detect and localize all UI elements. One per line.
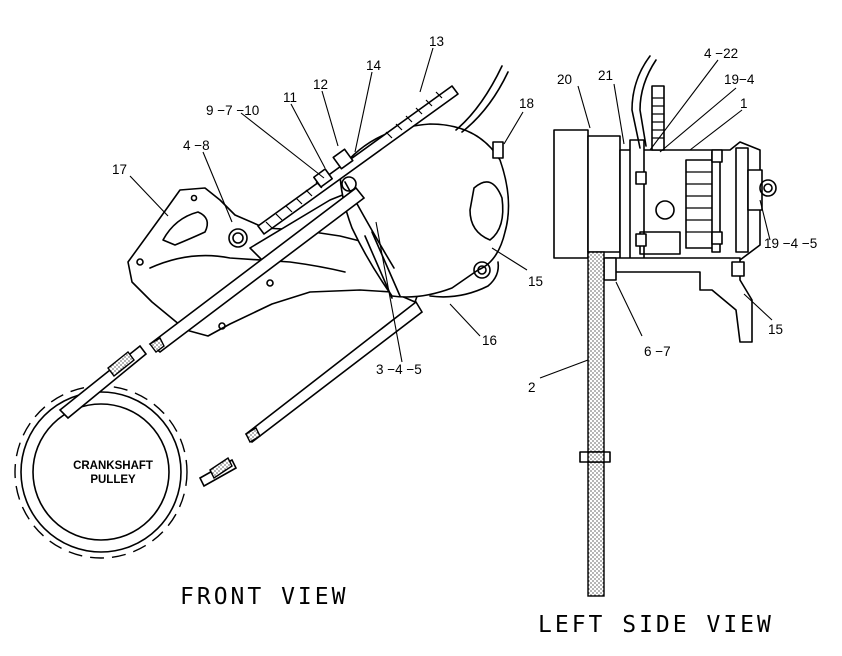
rear-terminal <box>747 169 763 211</box>
terminal-18 <box>492 141 504 159</box>
side-wire <box>631 55 651 149</box>
callout-19-4: 19−4 <box>724 72 755 87</box>
callout-16: 16 <box>482 333 497 348</box>
callout-11: 11 <box>283 90 297 105</box>
callout-21: 21 <box>598 68 613 83</box>
pulley-label-line2: PULLEY <box>90 474 136 486</box>
bracket-hole-4 <box>190 194 198 202</box>
callout-4-8: 4 −8 <box>183 138 210 153</box>
nut-c <box>711 149 723 163</box>
alternator-window <box>469 181 504 241</box>
side-wire-2 <box>639 59 657 147</box>
callout-17: 17 <box>112 162 127 177</box>
nut-a <box>635 171 647 185</box>
callout-labels: 13 14 12 11 9 −7 −10 4 −8 17 18 15 16 3 … <box>112 34 817 395</box>
callout-14: 14 <box>366 58 382 73</box>
callout-15-front: 15 <box>528 274 543 289</box>
adjusting-bolt <box>257 85 459 235</box>
front-leaders <box>129 47 528 363</box>
nut-b <box>635 233 647 247</box>
callout-9-7-10: 9 −7 −10 <box>206 103 259 118</box>
mount-bolt-15-inner <box>477 265 487 275</box>
link-rod-2 <box>371 231 401 297</box>
bracket-cutout <box>149 254 346 273</box>
callout-15-side: 15 <box>768 322 783 337</box>
rear-housing <box>735 147 749 253</box>
mount-bolt-15 <box>473 261 491 279</box>
lower-nut-2 <box>731 261 745 277</box>
nut-d <box>711 231 723 245</box>
terminal-nut <box>759 179 777 197</box>
link-rod <box>364 235 393 299</box>
bracket-hole-3 <box>218 322 226 330</box>
callout-6-7: 6 −7 <box>644 344 671 359</box>
side-bracket <box>605 257 753 343</box>
callout-18: 18 <box>519 96 534 111</box>
bracket-slot <box>162 211 209 246</box>
callout-19-4-5: 19 −4 −5 <box>764 236 817 251</box>
crankshaft-pulley: CRANKSHAFT PULLEY <box>14 385 188 559</box>
callout-12: 12 <box>313 77 328 92</box>
callout-4-22: 4 −22 <box>704 46 738 61</box>
side-leaders <box>539 59 773 379</box>
rotor-fin-lines <box>686 171 714 233</box>
pivot-bolt-outer <box>228 228 248 248</box>
side-belt <box>587 251 605 597</box>
drive-belt <box>58 186 424 488</box>
callout-1: 1 <box>740 96 748 111</box>
front-view-title: FRONT VIEW <box>180 584 348 610</box>
pivot-bolt-inner <box>232 232 244 244</box>
alternator-pulley-20 <box>553 129 589 259</box>
callout-20: 20 <box>557 72 572 87</box>
callout-3-4-5: 3 −4 −5 <box>376 362 422 377</box>
lower-nut <box>603 257 617 281</box>
pulley-hub <box>587 135 621 253</box>
side-adjusting-bolt <box>651 85 665 151</box>
alternator-wire <box>455 65 503 131</box>
bracket-hole-1 <box>136 258 144 266</box>
terminal-nut-inner <box>763 183 773 193</box>
callout-2: 2 <box>528 380 536 395</box>
alternator-lower-lobe <box>429 261 500 298</box>
left-side-view <box>539 55 777 597</box>
side-view-title: LEFT SIDE VIEW <box>538 612 774 638</box>
bracket-hole-2 <box>266 279 274 287</box>
side-bolt <box>655 200 675 220</box>
alternator-wire-2 <box>461 71 509 133</box>
front-view: CRANKSHAFT PULLEY <box>14 47 528 559</box>
pulley-label-line1: CRANKSHAFT <box>73 460 153 472</box>
callout-13: 13 <box>429 34 444 49</box>
